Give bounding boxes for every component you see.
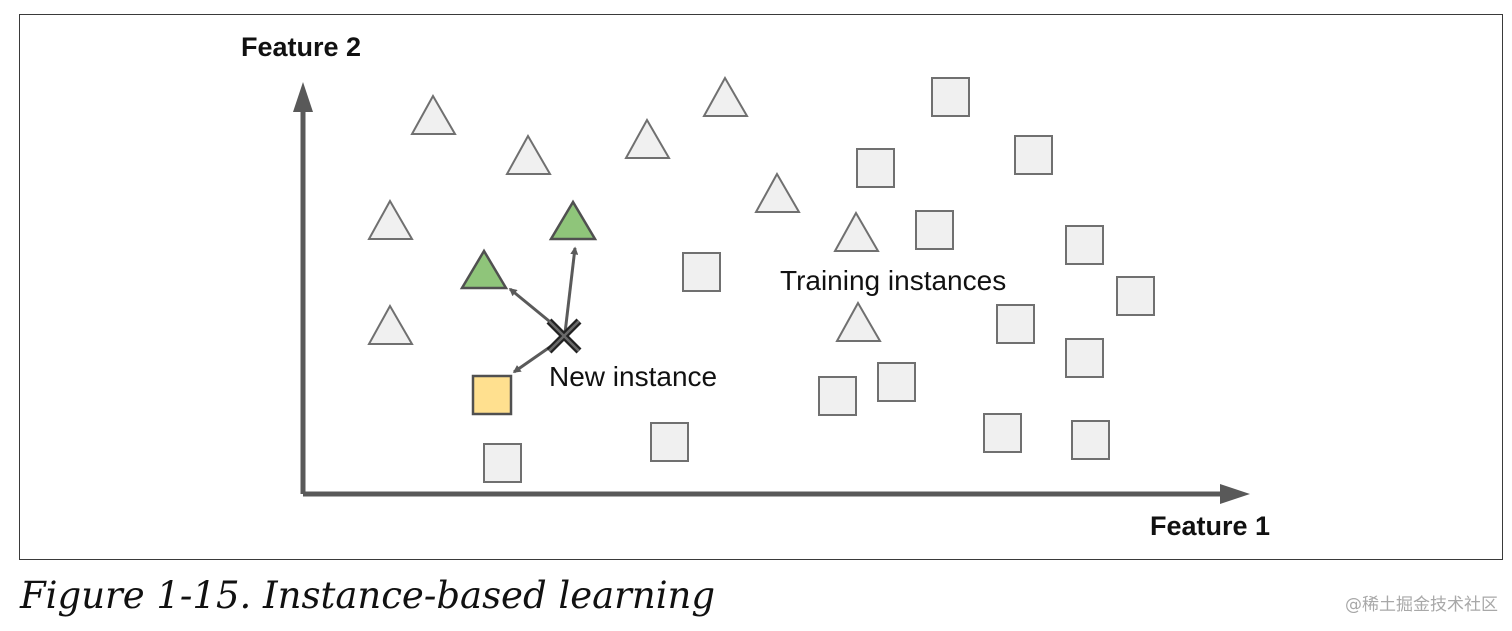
training-triangle	[410, 93, 457, 135]
figure-caption: Figure 1-15. Instance-based learning	[20, 574, 716, 617]
training-triangle	[833, 210, 880, 252]
training-square	[983, 413, 1022, 453]
training-instances-label: Training instances	[780, 265, 1006, 296]
training-triangles	[367, 75, 882, 345]
training-triangle	[505, 133, 552, 175]
training-triangle	[835, 300, 882, 342]
training-square	[1065, 225, 1104, 265]
y-axis-label: Feature 2	[241, 32, 361, 62]
y-axis-arrowhead	[293, 82, 313, 112]
training-triangle	[754, 171, 801, 213]
training-square	[483, 443, 522, 483]
training-square	[1071, 420, 1110, 460]
training-squares	[483, 77, 1155, 483]
training-square	[915, 210, 954, 250]
watermark: @稀土掘金技术社区	[1345, 595, 1498, 615]
training-triangle	[367, 198, 414, 240]
new-instance-label: New instance	[549, 361, 717, 392]
x-axis-arrowhead	[1220, 484, 1250, 504]
neighbor-triangle-left	[459, 248, 509, 290]
training-square	[682, 252, 721, 292]
training-triangle	[367, 303, 414, 345]
training-square	[1116, 276, 1155, 316]
training-square	[856, 148, 895, 188]
x-axis-label: Feature 1	[1150, 511, 1270, 541]
training-square	[818, 376, 857, 416]
neighbor-triangle-upper	[548, 199, 598, 241]
training-square	[877, 362, 916, 402]
instance-based-learning-diagram: Feature 2 Feature 1	[241, 32, 1270, 541]
training-square	[1065, 338, 1104, 378]
training-square	[931, 77, 970, 117]
training-square	[996, 304, 1035, 344]
training-square	[1014, 135, 1053, 175]
neighbor-square	[471, 374, 513, 416]
arrow-to-upper-triangle	[563, 246, 579, 334]
new-instance-x-mark	[546, 318, 582, 354]
training-triangle	[702, 75, 749, 117]
figure-frame	[19, 14, 1503, 560]
training-triangle	[624, 117, 671, 159]
neighbor-arrows	[508, 246, 579, 374]
training-square	[650, 422, 689, 462]
